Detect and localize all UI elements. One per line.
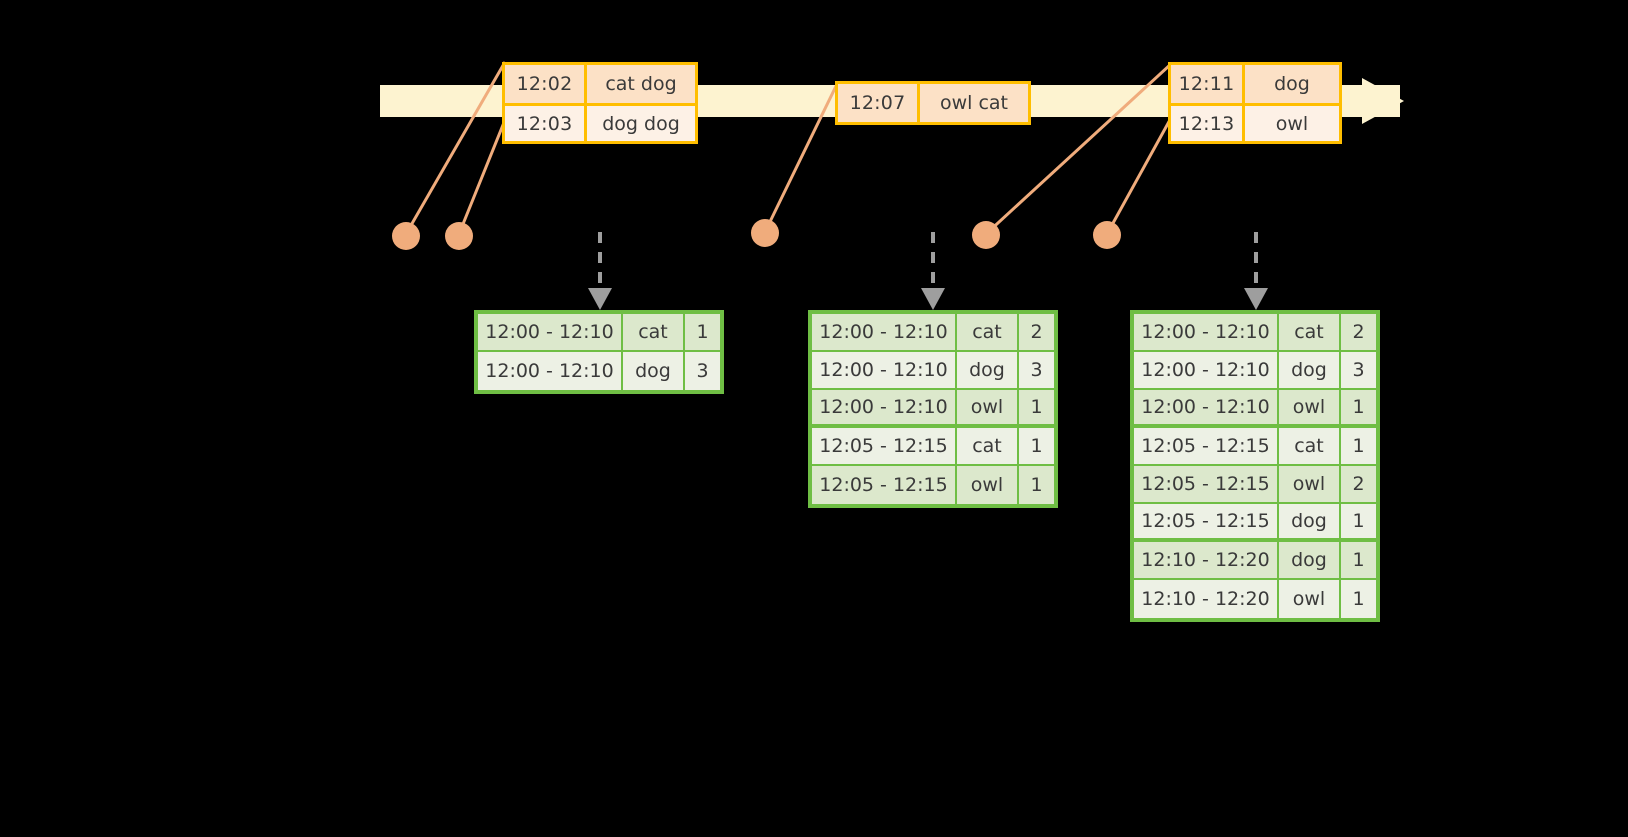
window-cell: 12:00 - 12:10 [1134, 390, 1279, 424]
event-box-3[interactable]: 12:11 dog 12:13 owl [1168, 62, 1342, 144]
event-dot-1 [392, 222, 420, 250]
window-cell: 12:00 - 12:10 [812, 314, 957, 350]
event-value: owl [1275, 112, 1309, 135]
count-cell: 1 [1030, 435, 1043, 457]
table-row[interactable]: 12:10 - 12:20 dog 1 [1134, 542, 1376, 580]
count-cell: 2 [1030, 321, 1043, 343]
count-cell: 1 [1352, 588, 1365, 610]
dashed-arrow-to-table-2 [921, 232, 945, 310]
table-row[interactable]: 12:00 - 12:10 owl 1 [1134, 390, 1376, 428]
table-row[interactable]: 12:00 - 12:10 dog 3 [478, 352, 720, 390]
key-cell: owl [957, 466, 1019, 504]
table-row[interactable]: 12:00 - 12:10 dog 3 [812, 352, 1054, 390]
key-cell: dog [1279, 542, 1341, 578]
key-cell: owl [1279, 390, 1341, 424]
window-cell: 12:00 - 12:10 [478, 352, 623, 390]
count-cell: 1 [1352, 435, 1365, 457]
key-cell: cat [957, 428, 1019, 464]
table-row[interactable]: 12:05 - 12:15 cat 1 [812, 428, 1054, 466]
event-box-2[interactable]: 12:07 owl cat [835, 81, 1031, 125]
table-row[interactable]: 12:00 - 12:10 cat 1 [478, 314, 720, 352]
key-cell: owl [957, 390, 1019, 424]
window-cell: 12:00 - 12:10 [1134, 352, 1279, 388]
count-cell: 3 [1030, 359, 1043, 381]
result-table-after-1207[interactable]: 12:00 - 12:10 cat 2 12:00 - 12:10 dog 3 … [808, 310, 1058, 508]
window-cell: 12:00 - 12:10 [812, 390, 957, 424]
key-cell: dog [1279, 504, 1341, 538]
window-cell: 12:10 - 12:20 [1134, 542, 1279, 578]
table-row[interactable]: 12:00 - 12:10 dog 3 [1134, 352, 1376, 390]
count-cell: 1 [1352, 549, 1365, 571]
timeline-arrowhead-icon [1362, 78, 1404, 124]
table-row[interactable]: 12:10 - 12:20 owl 1 [1134, 580, 1376, 618]
table-row[interactable]: 12:05 - 12:15 dog 1 [1134, 504, 1376, 542]
event-value: dog [1274, 73, 1310, 95]
event-row[interactable]: 12:02 cat dog [505, 65, 695, 103]
window-cell: 12:05 - 12:15 [1134, 428, 1279, 464]
key-cell: cat [623, 314, 685, 350]
event-time: 12:13 [1171, 106, 1245, 141]
event-time: 12:02 [505, 65, 587, 103]
window-cell: 12:05 - 12:15 [812, 428, 957, 464]
count-cell: 1 [1352, 396, 1365, 418]
count-cell: 2 [1352, 321, 1365, 343]
count-cell: 1 [1030, 396, 1043, 418]
event-value: dog dog [602, 112, 680, 135]
dashed-arrow-to-table-3 [1244, 232, 1268, 310]
window-cell: 12:00 - 12:10 [812, 352, 957, 388]
key-cell: owl [1279, 466, 1341, 502]
result-table-after-1203[interactable]: 12:00 - 12:10 cat 1 12:00 - 12:10 dog 3 [474, 310, 724, 394]
event-value: cat dog [605, 73, 677, 95]
connector-line-2 [457, 119, 507, 235]
window-cell: 12:05 - 12:15 [1134, 504, 1279, 538]
table-row[interactable]: 12:05 - 12:15 owl 1 [812, 466, 1054, 504]
event-time: 12:11 [1171, 65, 1245, 103]
event-box-1[interactable]: 12:02 cat dog 12:03 dog dog [502, 62, 698, 144]
count-cell: 1 [696, 321, 709, 343]
count-cell: 2 [1352, 473, 1365, 495]
count-cell: 1 [1030, 474, 1043, 496]
count-cell: 3 [696, 360, 709, 382]
key-cell: cat [957, 314, 1019, 350]
event-dot-4 [972, 221, 1000, 249]
event-row[interactable]: 12:03 dog dog [505, 103, 695, 141]
window-cell: 12:05 - 12:15 [812, 466, 957, 504]
key-cell: cat [1279, 428, 1341, 464]
window-cell: 12:10 - 12:20 [1134, 580, 1279, 618]
key-cell: owl [1279, 580, 1341, 618]
event-dot-2 [445, 222, 473, 250]
event-row[interactable]: 12:11 dog [1171, 65, 1339, 103]
event-row[interactable]: 12:07 owl cat [838, 84, 1028, 122]
connector-line-5 [1105, 117, 1173, 235]
event-value: owl cat [939, 92, 1009, 114]
dashed-arrow-to-table-1 [588, 232, 612, 310]
window-cell: 12:00 - 12:10 [1134, 314, 1279, 350]
key-cell: dog [623, 352, 685, 390]
event-dot-3 [751, 219, 779, 247]
table-row[interactable]: 12:05 - 12:15 cat 1 [1134, 428, 1376, 466]
event-time: 12:07 [838, 84, 920, 122]
key-cell: dog [1279, 352, 1341, 388]
result-table-after-1213[interactable]: 12:00 - 12:10 cat 2 12:00 - 12:10 dog 3 … [1130, 310, 1380, 622]
window-cell: 12:00 - 12:10 [478, 314, 623, 350]
table-row[interactable]: 12:00 - 12:10 owl 1 [812, 390, 1054, 428]
key-cell: dog [957, 352, 1019, 388]
window-cell: 12:05 - 12:15 [1134, 466, 1279, 502]
event-time: 12:03 [505, 106, 587, 141]
count-cell: 3 [1352, 359, 1365, 381]
table-row[interactable]: 12:05 - 12:15 owl 2 [1134, 466, 1376, 504]
event-row[interactable]: 12:13 owl [1171, 103, 1339, 141]
table-row[interactable]: 12:00 - 12:10 cat 2 [1134, 314, 1376, 352]
event-dot-5 [1093, 221, 1121, 249]
key-cell: cat [1279, 314, 1341, 350]
count-cell: 1 [1352, 510, 1365, 532]
table-row[interactable]: 12:00 - 12:10 cat 2 [812, 314, 1054, 352]
